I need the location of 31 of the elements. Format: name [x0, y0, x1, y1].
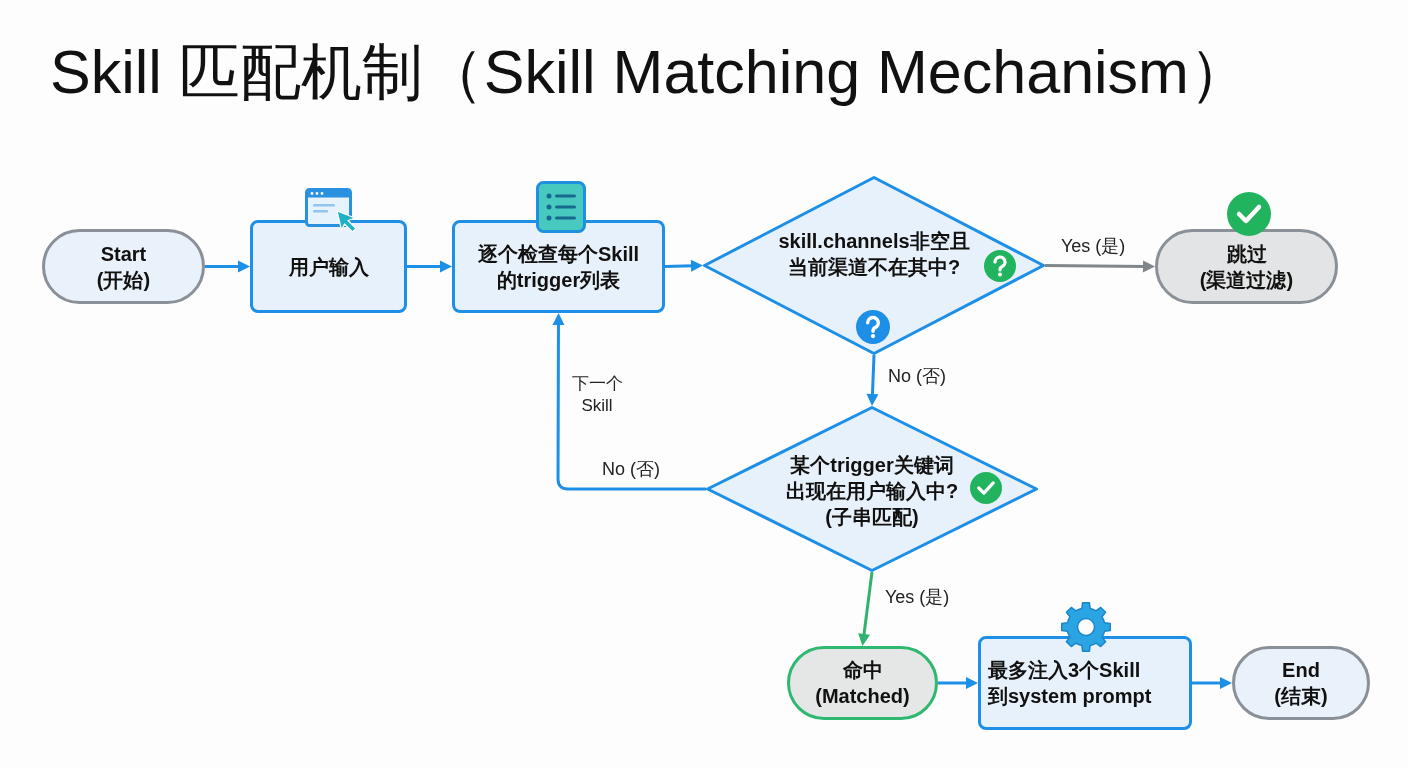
arrow — [1192, 677, 1232, 689]
node-text: 某个trigger关键词出现在用户输入中? — [784, 453, 960, 504]
node-text: (结束) — [1274, 684, 1328, 709]
node-text: skill.channels非空且当前渠道不在其中? — [777, 228, 971, 280]
node-text: (子串匹配) — [824, 505, 920, 530]
arrow — [552, 313, 706, 491]
edge-label: No (否) — [888, 366, 946, 388]
edge-label: No (否) — [602, 459, 660, 481]
edge-note: 下一个 Skill — [570, 373, 624, 418]
arrow — [407, 260, 452, 273]
arrow — [205, 260, 250, 273]
node-text: Start — [100, 241, 147, 267]
node-text: 最多注入3个Skill到system prompt — [988, 658, 1153, 709]
arrow — [1045, 260, 1155, 273]
decision-diamond — [703, 176, 1045, 355]
node-text: 用户输入 — [288, 254, 369, 280]
arrow — [938, 677, 978, 689]
node-text: End — [1282, 658, 1320, 683]
node-text: 逐个检查每个Skill的trigger列表 — [476, 241, 641, 293]
edge-label: Yes (是) — [885, 587, 950, 609]
arrow — [858, 571, 874, 646]
node-text: (开始) — [96, 267, 151, 293]
arrow — [664, 259, 703, 272]
node-text: 跳过 — [1226, 241, 1267, 267]
diagram-title: Skill 匹配机制（Skill Matching Mechanism） — [50, 37, 1250, 108]
node-text: (Matched) — [815, 684, 910, 709]
node-text: (渠道过滤) — [1199, 267, 1294, 293]
decision-diamond — [706, 406, 1038, 572]
edge-label: Yes (是) — [1061, 236, 1126, 258]
arrow — [866, 354, 879, 406]
node-text: 命中 — [842, 658, 883, 683]
